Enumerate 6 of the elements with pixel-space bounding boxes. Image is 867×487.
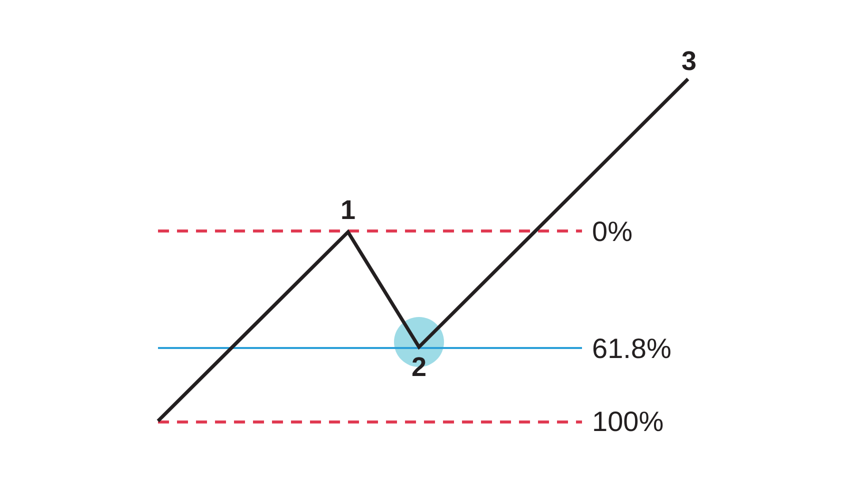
level-label: 61.8% bbox=[592, 335, 672, 363]
callout-number: 1 bbox=[340, 196, 356, 224]
callout-number: 3 bbox=[682, 48, 697, 74]
level-label: 0% bbox=[592, 218, 632, 246]
level-label: 100% bbox=[592, 408, 664, 436]
callout-number: 2 bbox=[412, 354, 427, 380]
